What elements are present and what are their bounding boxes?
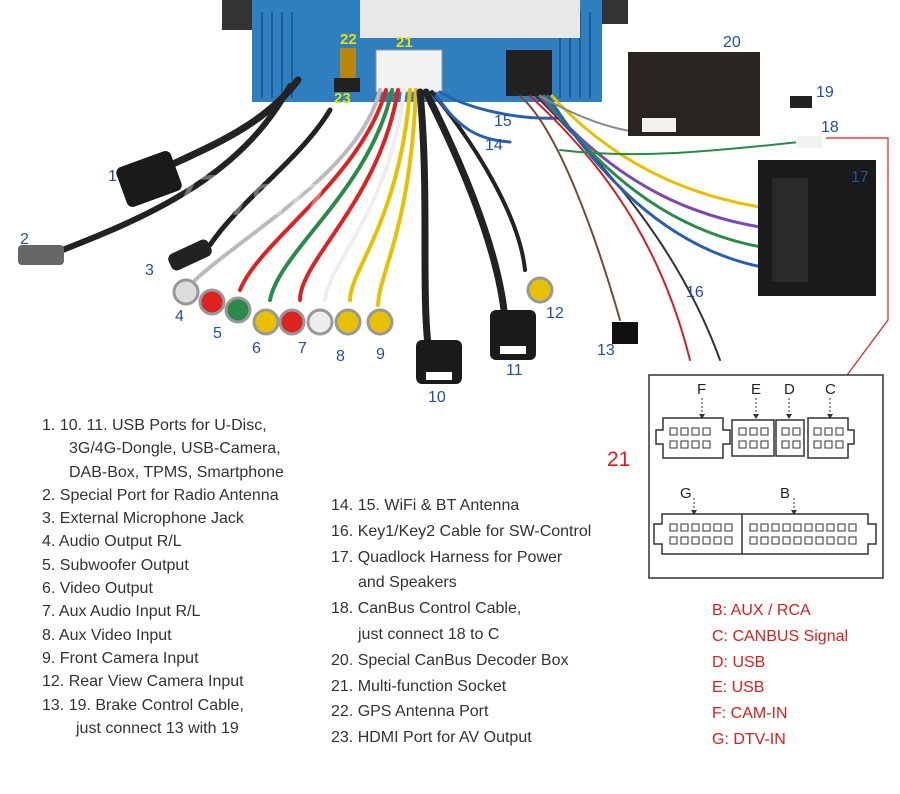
label-1: 1 xyxy=(108,168,117,185)
label-3: 3 xyxy=(145,262,154,279)
label-11: 11 xyxy=(506,362,523,379)
connector-e xyxy=(731,419,775,457)
list-item: 18. CanBus Control Cable, xyxy=(331,600,522,618)
list-item: 3G/4G-Dongle, USB-Camera, xyxy=(69,440,281,458)
list-item: 21. Multi-function Socket xyxy=(331,677,507,695)
multi-socket-plug xyxy=(375,49,443,93)
pin-label-d: D xyxy=(784,381,795,398)
socket-diagram: F E D C G B xyxy=(648,374,884,579)
label-4: 4 xyxy=(175,308,184,325)
pins-b xyxy=(749,523,857,545)
usb-port-slot-11 xyxy=(500,346,526,354)
pin-label-e: E xyxy=(751,381,761,398)
label-17: 17 xyxy=(851,169,869,186)
legend-item: G: DTV-IN xyxy=(712,730,786,748)
pins-e xyxy=(738,427,769,449)
brake-plug xyxy=(612,322,638,344)
label-6: 6 xyxy=(252,340,261,357)
plug-18 xyxy=(796,136,822,148)
label-20: 20 xyxy=(723,34,741,51)
pin-label-c: C xyxy=(825,381,836,398)
info-label xyxy=(360,0,580,38)
legend-item: B: AUX / RCA xyxy=(712,602,811,619)
power-plug xyxy=(506,50,552,96)
hdmi-port xyxy=(334,78,360,92)
socket-title: 21 xyxy=(607,448,631,471)
pins-g xyxy=(669,523,733,545)
list-item: 13. 19. Brake Control Cable, xyxy=(42,696,244,714)
label-2: 2 xyxy=(20,231,29,248)
connector-f xyxy=(655,417,731,459)
connector-d xyxy=(775,419,805,457)
pins-c xyxy=(813,427,844,449)
list-item: 3. External Microphone Jack xyxy=(42,510,244,528)
mount-bracket xyxy=(222,0,252,30)
label-15: 15 xyxy=(494,113,512,130)
connector-c xyxy=(807,417,855,459)
label-13: 13 xyxy=(597,342,615,359)
pin-label-g: G xyxy=(680,485,692,502)
harness-photo: Erisin xyxy=(18,0,889,391)
mic-jack xyxy=(168,239,212,271)
feature-list-middle: 14. 15. WiFi & BT Antenna 16. Key1/Key2 … xyxy=(331,493,591,751)
label-18: 18 xyxy=(821,119,839,136)
pins-f xyxy=(669,427,711,449)
label-23: 23 xyxy=(334,90,351,107)
list-item: and Speakers xyxy=(358,574,457,592)
decoder-plug xyxy=(642,118,676,132)
watermark: Erisin xyxy=(172,164,331,228)
pins-d xyxy=(781,427,801,449)
label-7: 7 xyxy=(298,340,307,357)
list-item: 5. Subwoofer Output xyxy=(42,556,189,574)
connector-bottom xyxy=(653,513,877,555)
rca-connectors xyxy=(172,276,554,336)
label-5: 5 xyxy=(213,325,222,342)
list-item: 22. GPS Antenna Port xyxy=(331,703,489,721)
pointer-18-to-c xyxy=(826,137,889,391)
label-10: 10 xyxy=(428,389,446,406)
label-12: 12 xyxy=(546,305,564,322)
label-16: 16 xyxy=(686,284,704,301)
list-item: 20. Special CanBus Decoder Box xyxy=(331,651,569,669)
list-item: 12. Rear View Camera Input xyxy=(42,673,244,691)
list-item: 1. 10. 11. USB Ports for U-Disc, xyxy=(42,417,267,434)
label-9: 9 xyxy=(376,346,385,363)
plug-19 xyxy=(790,96,812,108)
list-item: 9. Front Camera Input xyxy=(42,649,199,667)
feature-list-left: 1. 10. 11. USB Ports for U-Disc, 3G/4G-D… xyxy=(42,414,284,740)
pin-label-b: B xyxy=(780,485,790,502)
list-item: 23. HDMI Port for AV Output xyxy=(331,729,532,747)
list-item: 4. Audio Output R/L xyxy=(42,533,182,551)
label-8: 8 xyxy=(336,348,345,365)
label-19: 19 xyxy=(816,84,834,101)
legend-item: C: CANBUS Signal xyxy=(712,627,849,645)
legend-item: D: USB xyxy=(712,653,766,671)
mount-bracket-right xyxy=(602,0,628,24)
list-item: 2. Special Port for Radio Antenna xyxy=(42,486,279,504)
list-item: DAB-Box, TPMS, Smartphone xyxy=(69,463,284,481)
socket-legend: B: AUX / RCA C: CANBUS Signal D: USB E: … xyxy=(712,598,848,753)
usb-port-slot-10 xyxy=(426,372,452,380)
list-item: 6. Video Output xyxy=(42,580,153,598)
label-21: 21 xyxy=(396,34,413,51)
list-item: just connect 18 to C xyxy=(358,625,500,643)
label-14: 14 xyxy=(485,137,503,154)
gps-port xyxy=(340,48,356,78)
list-item: 16. Key1/Key2 Cable for SW-Control xyxy=(331,522,592,540)
legend-item: F: CAM-IN xyxy=(712,705,788,723)
list-item: 17. Quadlock Harness for Power xyxy=(331,548,563,566)
list-item: just connect 13 with 19 xyxy=(76,719,239,737)
legend-item: E: USB xyxy=(712,679,765,697)
pin-label-f: F xyxy=(697,381,706,398)
quadlock-slot xyxy=(772,178,808,282)
radio-antenna-plug xyxy=(18,245,64,265)
label-22: 22 xyxy=(340,31,357,48)
usb-connector-1 xyxy=(116,151,182,207)
list-item: 8. Aux Video Input xyxy=(42,626,172,644)
list-item: 14. 15. WiFi & BT Antenna xyxy=(331,497,520,514)
list-item: 7. Aux Audio Input R/L xyxy=(42,603,201,621)
